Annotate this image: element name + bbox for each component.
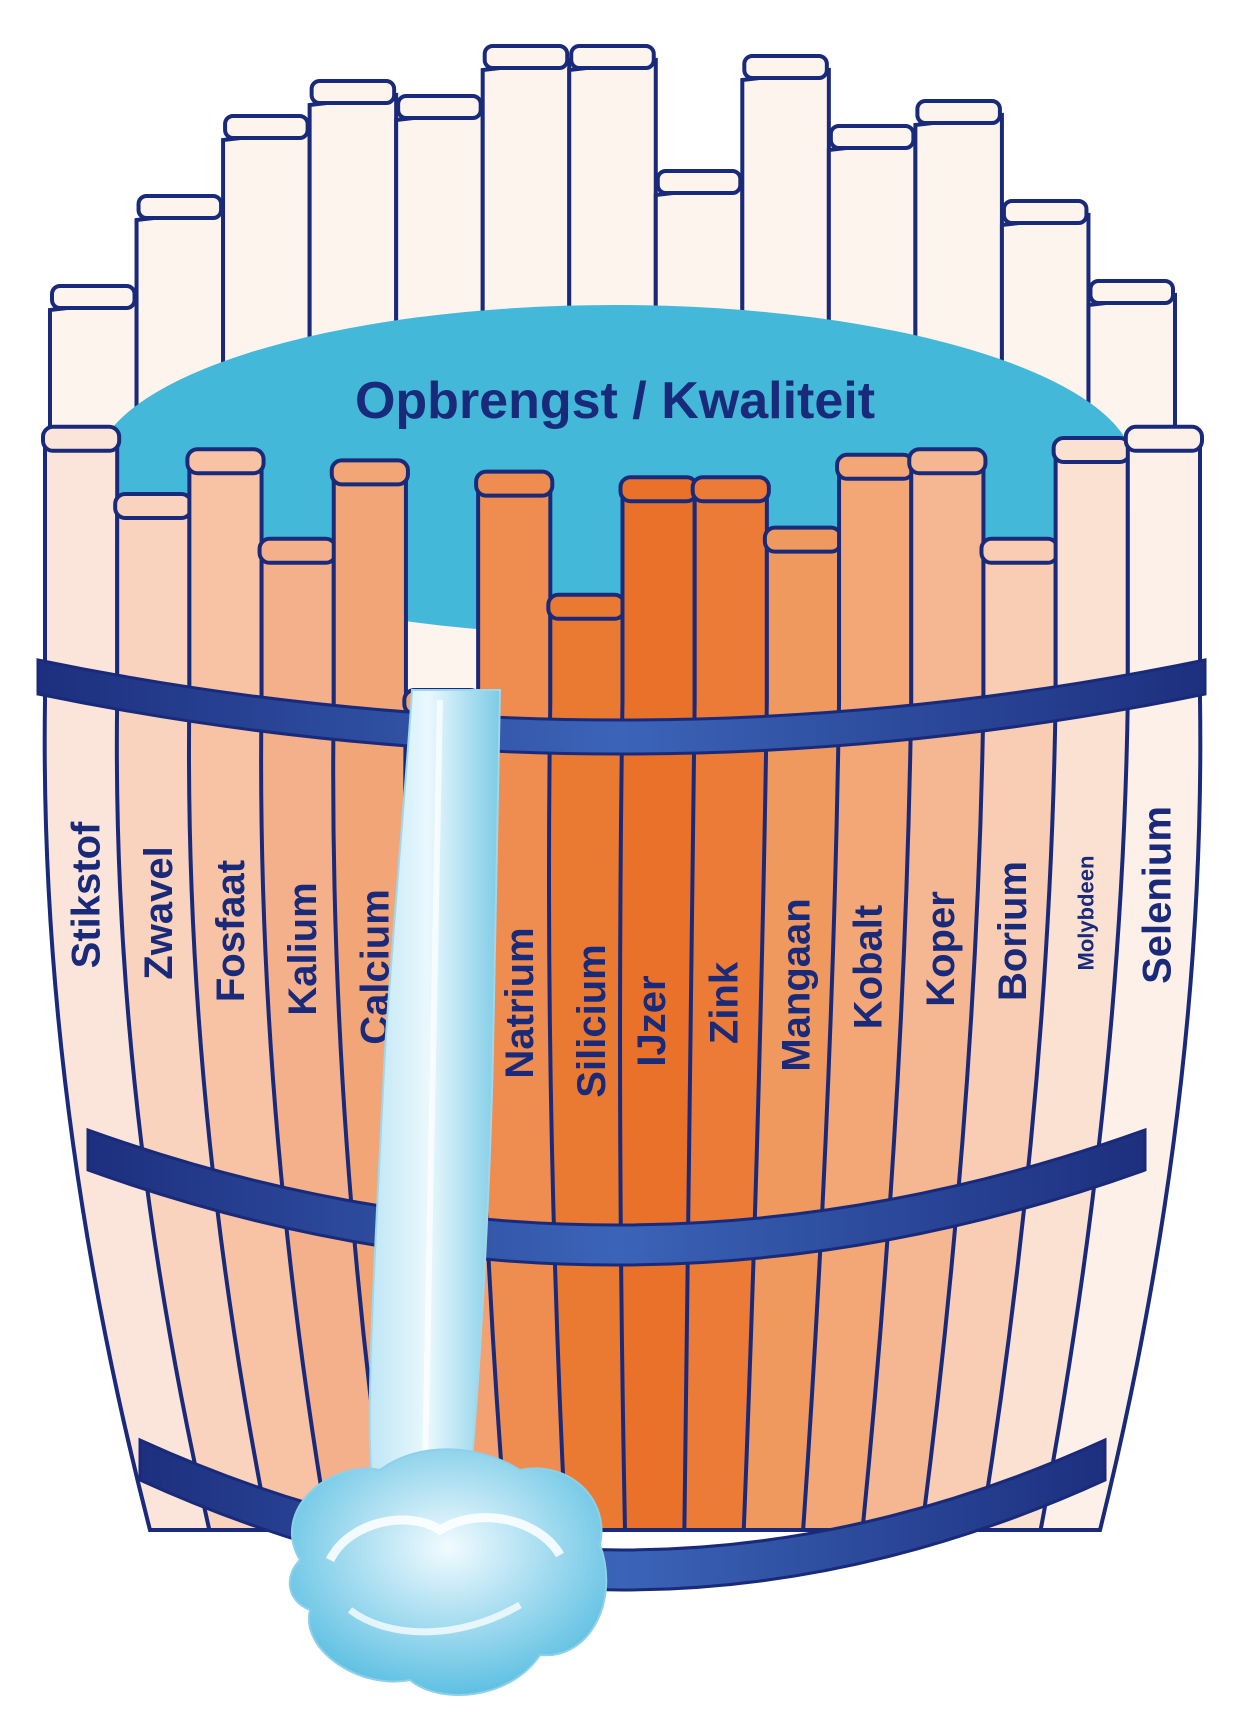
back-stave-top xyxy=(742,54,829,80)
stave-label: Zwavel xyxy=(137,846,181,979)
diagram-title: Opbrengst / Kwaliteit xyxy=(355,372,875,430)
back-stave-top xyxy=(396,94,483,120)
stave-top xyxy=(618,475,699,504)
stave-label: Natrium xyxy=(498,927,542,1078)
stave-top xyxy=(329,458,410,487)
back-stave-top xyxy=(1001,199,1089,225)
stave-top xyxy=(41,424,122,453)
stave-label: Kobalt xyxy=(847,905,891,1029)
back-stave-top xyxy=(309,79,397,105)
water-splash xyxy=(288,1448,608,1696)
stave-label: Silicium xyxy=(570,944,614,1097)
stave-label: Fosfaat xyxy=(209,860,253,1002)
stave-mangaan: Mangaan xyxy=(741,525,844,1532)
back-stave-top xyxy=(136,194,224,220)
stave-top xyxy=(835,452,916,481)
stave-top xyxy=(257,536,338,565)
back-stave-top xyxy=(569,44,656,70)
back-stave-top xyxy=(655,169,743,195)
back-stave-top xyxy=(828,124,916,150)
stave-label: Borium xyxy=(991,861,1035,1001)
stave-label: IJzer xyxy=(630,975,674,1066)
back-stave-top xyxy=(915,99,1002,125)
stave-top xyxy=(474,469,555,498)
stave-top xyxy=(690,475,771,504)
stave-label: Koper xyxy=(919,891,963,1007)
stave-top xyxy=(762,525,844,554)
stave-silicium: Silicium xyxy=(546,592,629,1532)
stave-label: Kalium xyxy=(281,882,325,1015)
back-stave-top xyxy=(50,284,137,310)
stave-top xyxy=(546,592,627,621)
back-stave-top xyxy=(482,44,570,70)
back-stave-top xyxy=(223,114,310,140)
stave-top xyxy=(1123,424,1204,453)
stave-label: Stikstof xyxy=(65,821,109,968)
nutrient-staves: StikstofZwavelFosfaatKaliumCalciumMagnes… xyxy=(41,424,1204,1532)
stave-selenium: Selenium xyxy=(1038,424,1204,1532)
stave-top xyxy=(113,492,194,520)
stave-label: Molybdeen xyxy=(1074,856,1099,971)
stave-borium: Borium xyxy=(919,536,1060,1532)
stave-top xyxy=(907,447,988,476)
stave-body xyxy=(1038,436,1203,1532)
stave-top xyxy=(979,536,1060,565)
stave-top xyxy=(185,447,266,476)
stave-label: Mangaan xyxy=(775,898,819,1071)
stave-label: Selenium xyxy=(1135,806,1179,984)
stave-label: Zink xyxy=(702,961,746,1044)
back-stave-top xyxy=(1088,279,1176,305)
stave-top xyxy=(1051,436,1132,464)
